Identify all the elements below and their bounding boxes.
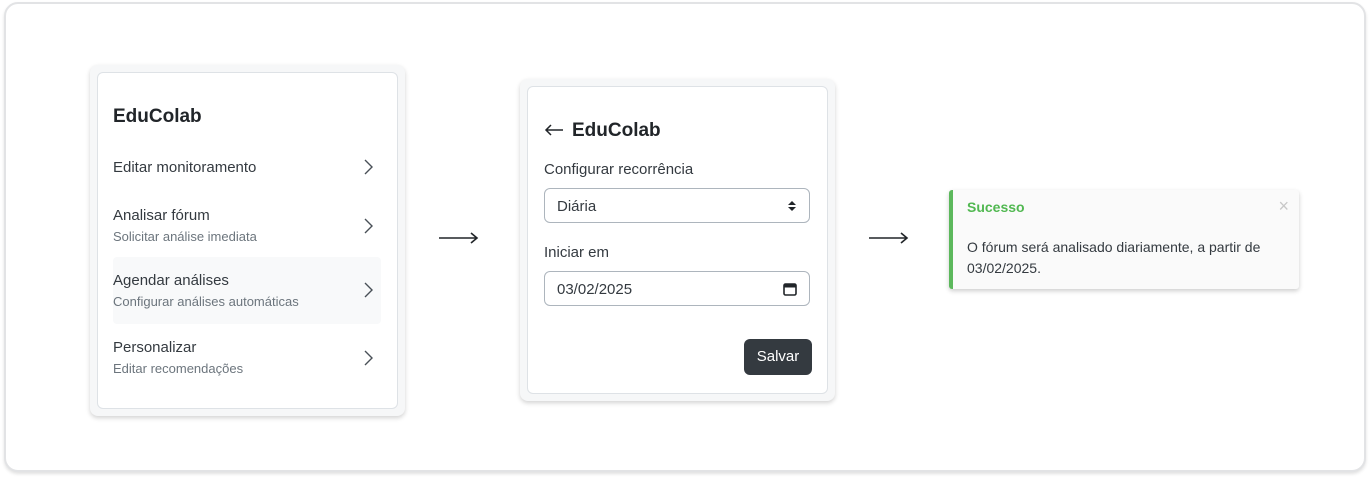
menu-item-subtitle: Editar recomendações bbox=[113, 361, 244, 376]
menu-item-subtitle: Solicitar análise imediata bbox=[113, 229, 257, 244]
start-date-label: Iniciar em bbox=[544, 244, 610, 261]
menu-item-subtitle: Configurar análises automáticas bbox=[113, 294, 299, 309]
menu-item-title: Editar monitoramento bbox=[113, 159, 257, 176]
close-icon[interactable]: × bbox=[1278, 196, 1289, 216]
schedule-panel: EduColab Configurar recorrência Diária I… bbox=[520, 79, 835, 401]
schedule-card: EduColab Configurar recorrência Diária I… bbox=[527, 86, 828, 394]
arrow-right-icon bbox=[869, 232, 909, 244]
chevron-right-icon bbox=[364, 350, 373, 366]
menu-panel: EduColab Editar monitoramento Analisar f… bbox=[90, 65, 405, 416]
flow-frame: EduColab Editar monitoramento Analisar f… bbox=[4, 2, 1366, 472]
menu-item-title: Personalizar bbox=[113, 339, 197, 356]
brand-title: EduColab bbox=[113, 106, 202, 127]
arrow-right-icon bbox=[439, 232, 479, 244]
chevron-right-icon bbox=[364, 159, 373, 175]
menu-item-editar-monitoramento[interactable]: Editar monitoramento bbox=[113, 149, 381, 187]
menu-card: EduColab Editar monitoramento Analisar f… bbox=[97, 72, 398, 409]
calendar-icon[interactable] bbox=[783, 282, 797, 296]
chevron-right-icon bbox=[364, 218, 373, 234]
toast-title: Sucesso bbox=[967, 199, 1025, 215]
menu-item-title: Analisar fórum bbox=[113, 207, 210, 224]
select-updown-icon bbox=[788, 201, 796, 211]
success-toast: Sucesso × O fórum será analisado diariam… bbox=[949, 190, 1299, 289]
save-button[interactable]: Salvar bbox=[744, 339, 812, 375]
menu-item-personalizar[interactable]: Personalizar Editar recomendações bbox=[113, 329, 381, 389]
toast-message: O fórum será analisado diariamente, a pa… bbox=[967, 239, 1261, 276]
recurrence-select[interactable]: Diária bbox=[544, 188, 810, 223]
recurrence-label: Configurar recorrência bbox=[544, 161, 694, 178]
arrow-left-icon[interactable] bbox=[544, 123, 564, 137]
menu-item-title: Agendar análises bbox=[113, 272, 229, 289]
chevron-right-icon bbox=[364, 282, 373, 298]
brand-title: EduColab bbox=[572, 120, 661, 141]
start-date-value: 03/02/2025 bbox=[557, 281, 633, 298]
menu-item-agendar-analises[interactable]: Agendar análises Configurar análises aut… bbox=[113, 257, 381, 324]
start-date-input[interactable]: 03/02/2025 bbox=[544, 271, 810, 306]
recurrence-value: Diária bbox=[557, 198, 597, 215]
menu-item-analisar-forum[interactable]: Analisar fórum Solicitar análise imediat… bbox=[113, 197, 381, 257]
